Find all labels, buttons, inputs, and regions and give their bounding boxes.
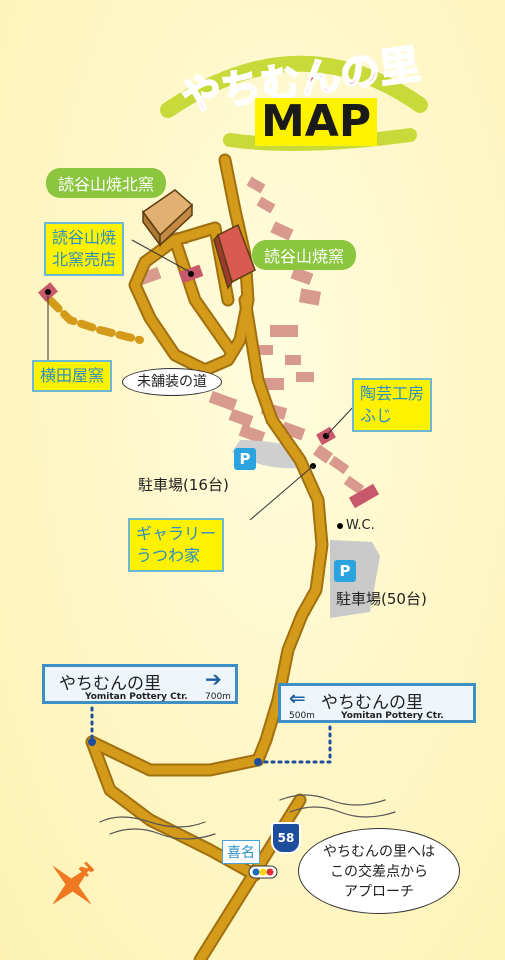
label-yomitan-kiln: 読谷山焼窯 <box>252 240 357 270</box>
label-kina: 喜名 <box>222 840 260 864</box>
label-gallery-line2: うつわ家 <box>136 546 201 565</box>
road-sign-700m: やちむんの里 ➔ Yomitan Pottery Ctr. 700m <box>42 664 238 704</box>
compass-icon <box>52 865 92 905</box>
road-sign-700m-title: やちむんの里 <box>59 674 161 694</box>
traffic-light-icon <box>248 865 278 879</box>
label-pottery-studio-line1: 陶芸工房 <box>360 384 425 403</box>
label-wc: W.C. <box>346 518 375 533</box>
road-sign-700m-english: Yomitan Pottery Ctr. <box>85 692 188 702</box>
label-kitagama-shop-line1: 読谷山焼 <box>52 228 117 247</box>
label-kitagama-shop: 読谷山焼 北窯売店 <box>44 222 125 276</box>
approach-note: やちむんの里へは この交差点から アプローチ <box>298 828 460 914</box>
road-sign-500m: ⇐ やちむんの里 500m Yomitan Pottery Ctr. <box>278 683 476 723</box>
route-58-shield: 58 <box>271 822 301 854</box>
kiln-yomitan-illustration <box>213 223 256 290</box>
label-gallery: ギャラリー うつわ家 <box>128 518 225 572</box>
road-sign-700m-distance: 700m <box>205 692 231 702</box>
label-kitagama-shop-line2: 北窯売店 <box>52 250 117 269</box>
label-yokotaya: 横田屋窯 <box>32 360 113 392</box>
title-line-2: MAP <box>255 98 378 146</box>
road-sign-500m-distance: 500m <box>289 711 315 721</box>
label-pottery-studio: 陶芸工房 ふじ <box>352 378 433 432</box>
label-parking-50: 駐車場(50台) <box>336 590 427 608</box>
approach-note-line2: この交差点から <box>330 864 428 880</box>
kiln-north-illustration <box>141 189 194 248</box>
leader-lines <box>47 239 356 521</box>
road-sign-500m-title: やちむんの里 <box>321 693 423 713</box>
approach-note-line1: やちむんの里へは <box>323 844 435 860</box>
label-gallery-line1: ギャラリー <box>136 524 217 543</box>
label-kitagama: 読谷山焼北窯 <box>46 168 167 198</box>
parking-area-16 <box>232 440 300 469</box>
parking-icon-50: P <box>334 560 356 582</box>
right-arrow-icon: ➔ <box>205 667 222 691</box>
page-title: やちむんの里 MAP <box>170 38 430 158</box>
approach-note-line3: アプローチ <box>344 884 414 900</box>
label-parking-16: 駐車場(16台) <box>138 476 229 494</box>
label-unpaved-road: 未舗装の道 <box>122 368 222 396</box>
label-pottery-studio-line2: ふじ <box>360 406 393 425</box>
road-sign-500m-english: Yomitan Pottery Ctr. <box>341 711 444 721</box>
parking-icon-16: P <box>234 448 256 470</box>
left-arrow-icon: ⇐ <box>289 686 306 710</box>
